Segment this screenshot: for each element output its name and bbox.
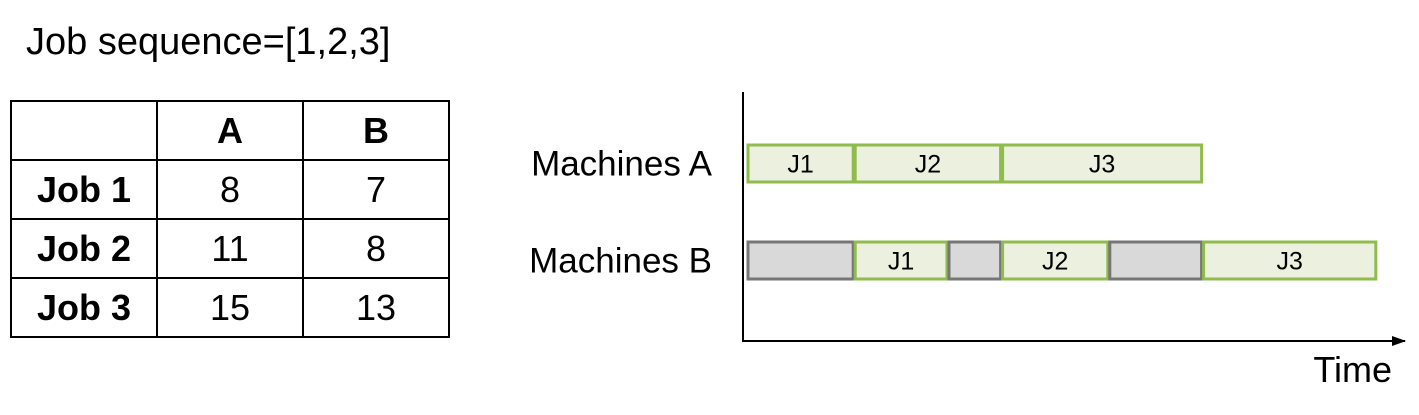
processing-time-table: A B Job 1 8 7 Job 2 11 8 Job 3 15 13 [10,100,450,338]
job-bar-label: J1 [787,151,813,179]
table-row: Job 2 11 8 [10,218,450,279]
table-header-b: B [302,100,450,161]
table-cell: 7 [302,159,450,220]
job-bar [853,240,949,281]
table-cell: 8 [156,159,304,220]
idle-bar [746,240,855,281]
machine-label: Machines A [531,145,713,184]
table-row-label: Job 1 [10,159,158,220]
time-axis-label: Time [1313,349,1392,390]
table-row: Job 1 8 7 [10,159,450,220]
job-bar [1001,240,1110,281]
table-cell: 11 [156,218,304,279]
job-bar [853,143,1003,184]
job-bar-label: J3 [1276,248,1302,276]
job-bar-label: J2 [915,151,941,179]
table-header-a: A [156,100,304,161]
table-row-label: Job 3 [10,277,158,338]
idle-bar [947,240,1003,281]
table-row-label: Job 2 [10,218,158,279]
table-cell: 8 [302,218,450,279]
table-cell: 15 [156,277,304,338]
diagram-title: Job sequence=[1,2,3] [26,21,391,63]
table-header-corner [10,100,158,161]
job-bar [1001,143,1204,184]
machine-label: Machines B [529,242,712,281]
job-bar-label: J2 [1042,248,1068,276]
job-bar-label: J3 [1089,151,1115,179]
job-bar [1202,240,1378,281]
idle-bar [1108,240,1204,281]
job-bar [746,143,855,184]
job-bar-label: J1 [888,248,914,276]
table-header-row: A B [10,100,450,161]
table-row: Job 3 15 13 [10,277,450,338]
table-cell: 13 [302,277,450,338]
